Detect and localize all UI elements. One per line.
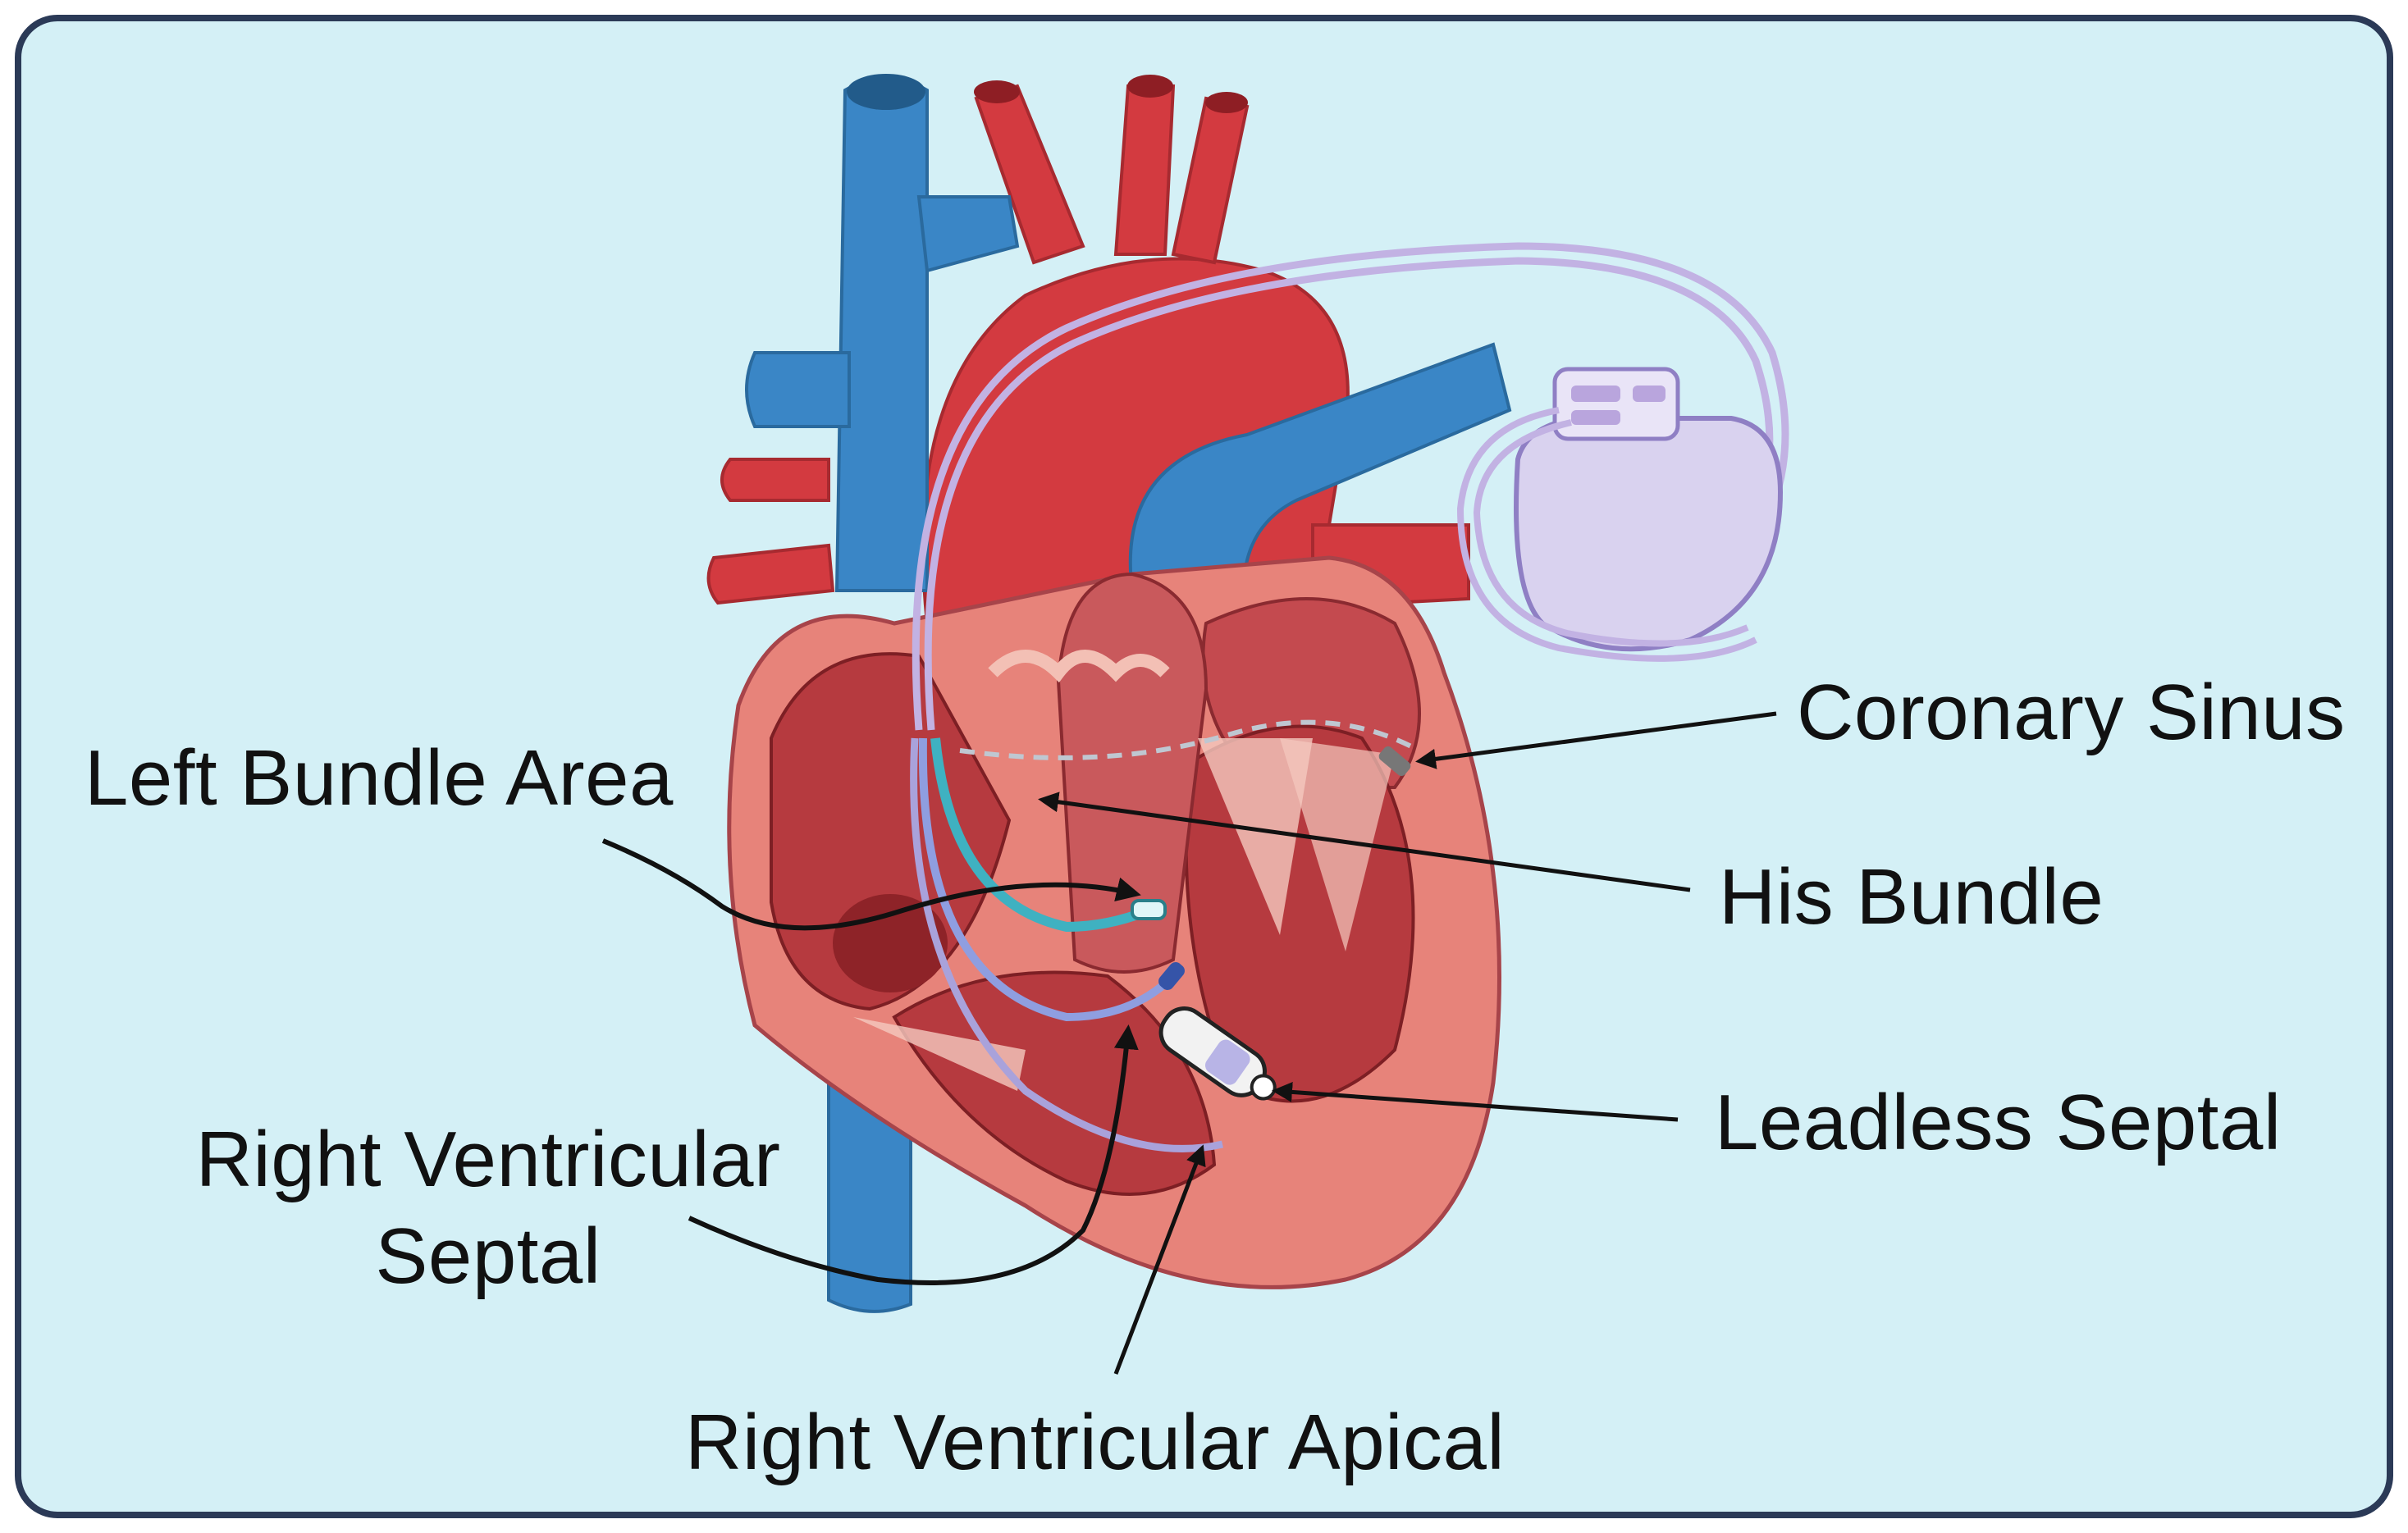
callout-rv-apical [1113,1144,1206,1375]
label-his-bundle: His Bundle [1719,853,2104,941]
lead-his-2 [924,257,1774,731]
lead-tip-coronary-sinus [1378,746,1411,777]
lead-his [912,242,1789,731]
valve-leaflets [988,650,1170,683]
coronary-sinus-path [959,719,1413,760]
callout-leadless-septal [1272,1081,1679,1122]
chordae-left-2 [1280,738,1395,951]
azygos-vein [745,351,851,428]
callout-rv-septal [688,1024,1139,1285]
label-rv-septal-line1: Right Ventricular [195,1116,781,1203]
pulmonary-vein-lower [706,543,835,605]
lead-loop-2 [1473,419,1749,647]
leadless-pacemaker [1158,1006,1277,1101]
pacemaker-generator [1514,367,1784,652]
brachiocephalic-vein [916,195,1020,273]
lead-rv-apical [910,737,1223,1152]
pulmonary-vein-upper [720,458,830,502]
label-rv-septal: Right Ventricular Septal [176,1111,800,1305]
aortic-outflow [1056,572,1209,974]
lead-rv-septal [918,737,1177,1022]
lead-tip-left-bundle [1131,899,1167,920]
lead-loop [1456,407,1757,662]
superior-vena-cava [834,76,929,592]
chordae-left [1198,738,1313,935]
chordae-right [853,1017,1026,1091]
callout-his-bundle [1038,792,1691,892]
callout-left-bundle [601,838,1141,931]
label-rv-apical: Right Ventricular Apical [685,1398,1506,1486]
label-rv-septal-line2: Septal [375,1212,601,1300]
lead-tip-rv-septal [1158,962,1185,990]
label-leadless-septal: Leadless Septal [1715,1079,2282,1166]
lead-left-bundle [930,737,1151,933]
label-left-bundle-area: Left Bundle Area [85,734,674,822]
callout-coronary-sinus [1415,711,1777,769]
label-coronary-sinus: Coronary Sinus [1797,668,2346,756]
